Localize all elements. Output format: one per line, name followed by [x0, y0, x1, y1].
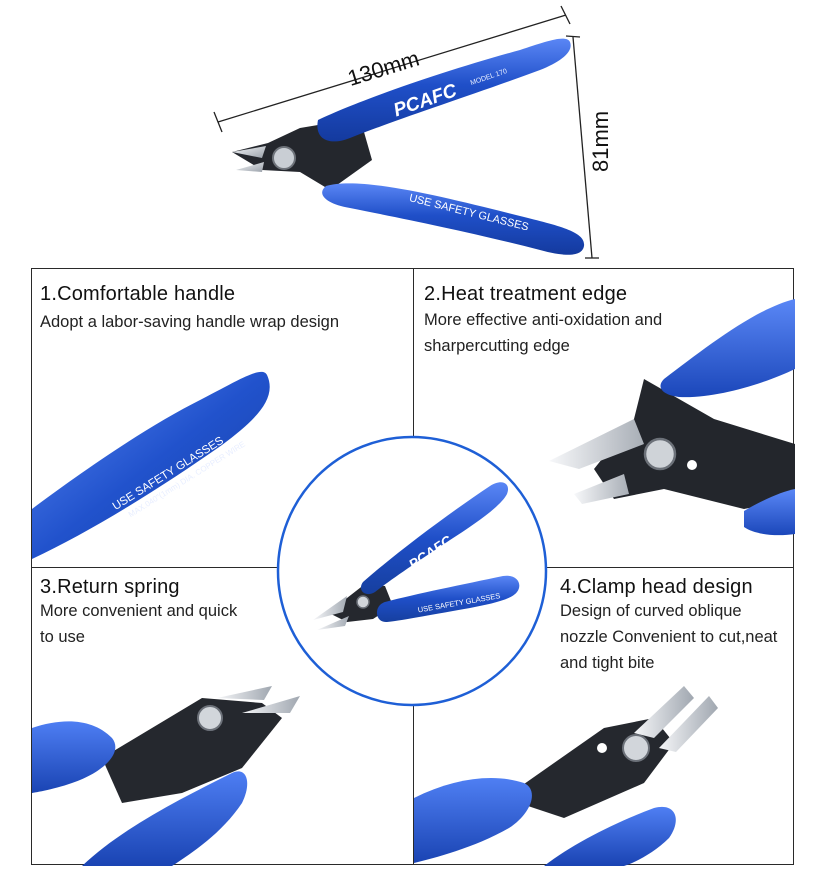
- hero-lower-handle: [322, 183, 585, 255]
- feature-title: 1.Comfortable handle: [40, 283, 236, 305]
- feature-title: 2.Heat treatment edge: [424, 283, 628, 305]
- hero-product-image: 130mm 81mm PCAFC MODEL 170 USE SAFETY GL…: [213, 5, 613, 259]
- center-product-circle: PCAFC USE SAFETY GLASSES: [276, 435, 548, 707]
- feature-title: 3.Return spring: [40, 576, 180, 598]
- feature-grid: USE SAFETY GLASSES MAX.040"(1mm) DIA. CO…: [31, 268, 795, 866]
- feature-description: More effective anti-oxidation and sharpe…: [424, 311, 663, 355]
- hero-upper-handle: [317, 38, 571, 142]
- feature-description: Adopt a labor-saving handle wrap design: [40, 313, 340, 331]
- feature-description: Design of curved oblique nozzle Convenie…: [560, 602, 778, 672]
- height-dimension-line: [565, 35, 599, 259]
- handle-closeup-image: USE SAFETY GLASSES MAX.040"(1mm) DIA. CO…: [32, 371, 270, 559]
- feature-return-spring: 3.Return spring More convenient and quic…: [32, 568, 413, 866]
- feature-comfortable-handle: USE SAFETY GLASSES MAX.040"(1mm) DIA. CO…: [32, 269, 413, 567]
- spring-closeup-image: [32, 686, 300, 866]
- height-label: 81mm: [588, 111, 613, 172]
- clamp-head-closeup-image: [414, 686, 718, 866]
- length-dimension-line: [213, 5, 571, 133]
- feature-heat-treatment-edge: 2.Heat treatment edge More effective ant…: [414, 269, 795, 567]
- edge-closeup-image: [549, 299, 795, 536]
- feature-title: 4.Clamp head design: [560, 576, 753, 598]
- feature-clamp-head-design: 4.Clamp head design Design of curved obl…: [414, 568, 795, 866]
- feature-description: More convenient and quick to use: [40, 602, 238, 646]
